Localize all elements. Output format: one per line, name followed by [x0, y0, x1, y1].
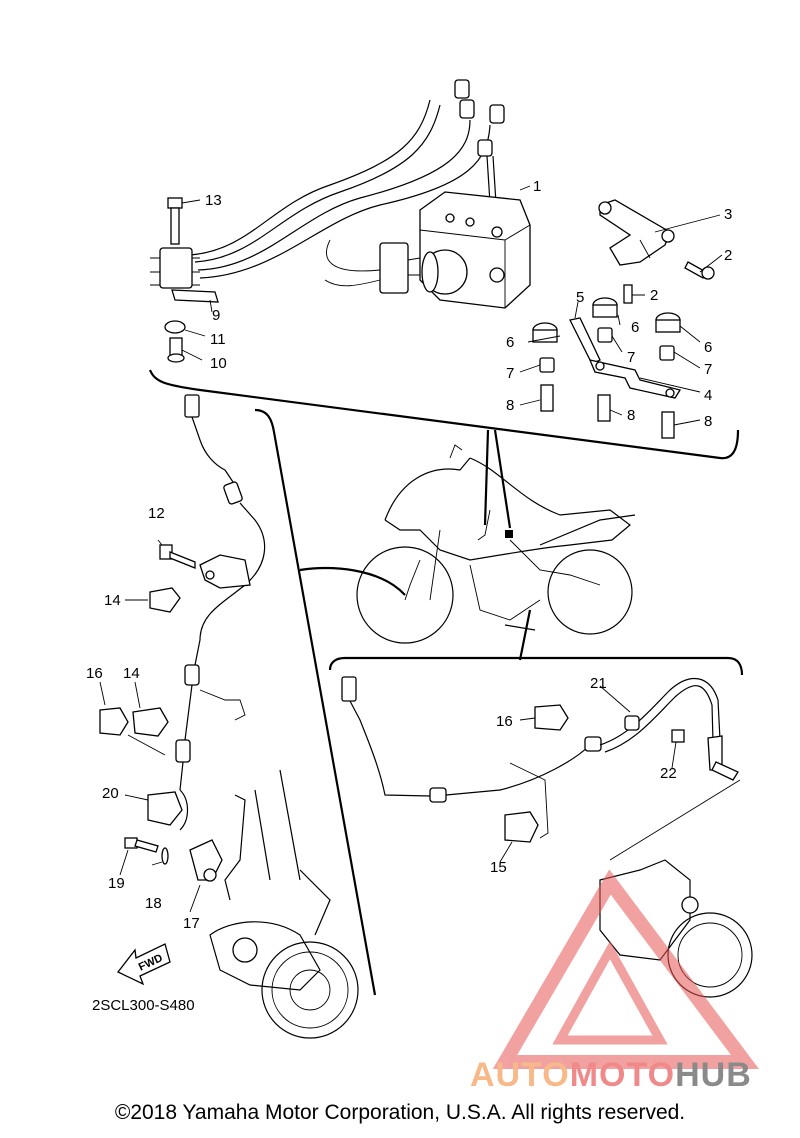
diagram-code: 2SCL300-S480	[92, 997, 195, 1014]
callout-16: 16	[496, 713, 513, 730]
callout-10: 10	[210, 355, 227, 372]
callout-12: 12	[148, 505, 165, 522]
watermark-brand-moto: MOTO	[569, 1056, 676, 1094]
callout-21: 21	[590, 675, 607, 692]
callout-7: 7	[704, 361, 712, 378]
callout-7: 7	[627, 349, 635, 366]
callout-17: 17	[183, 915, 200, 932]
callout-18: 18	[145, 895, 162, 912]
rear-wheel-sensor-assembly	[328, 656, 753, 998]
callout-5: 5	[576, 289, 584, 306]
watermark-brand-text: AUTOMOTOHUB	[470, 1056, 752, 1095]
callout-4: 4	[704, 387, 712, 404]
motorcycle-overview	[299, 429, 636, 661]
fwd-direction-arrow	[116, 943, 171, 986]
callout-1: 1	[533, 178, 541, 195]
callout-6: 6	[506, 334, 514, 351]
front-wheel-sensor-assembly	[99, 394, 377, 1039]
callout-15: 15	[490, 859, 507, 876]
callout-14: 14	[104, 592, 121, 609]
abs-unit-assembly	[148, 79, 740, 460]
callout-22: 22	[660, 765, 677, 782]
watermark-logo-graphic	[492, 869, 759, 1069]
callout-8: 8	[506, 397, 514, 414]
callout-2: 2	[724, 247, 732, 264]
callout-labels: 1 2 2 3 4 5 6 6 6 7 7 7 8 8 8 9 10 11 12…	[86, 178, 732, 932]
watermark-brand-hub: HUB	[675, 1056, 752, 1094]
watermark-brand-auto: AUTO	[470, 1056, 570, 1094]
callout-8: 8	[704, 413, 712, 430]
callout-8: 8	[627, 407, 635, 424]
callout-13: 13	[205, 192, 222, 209]
callout-14: 14	[123, 665, 140, 682]
callout-19: 19	[108, 875, 125, 892]
callout-11: 11	[210, 331, 226, 348]
callout-6: 6	[631, 319, 639, 336]
callout-16: 16	[86, 665, 103, 682]
callout-6: 6	[704, 339, 712, 356]
callout-2: 2	[650, 287, 658, 304]
callout-3: 3	[724, 206, 732, 223]
callout-20: 20	[102, 785, 119, 802]
copyright-notice: ©2018 Yamaha Motor Corporation, U.S.A. A…	[114, 1101, 686, 1124]
callout-9: 9	[212, 307, 220, 324]
callout-7: 7	[506, 365, 514, 382]
